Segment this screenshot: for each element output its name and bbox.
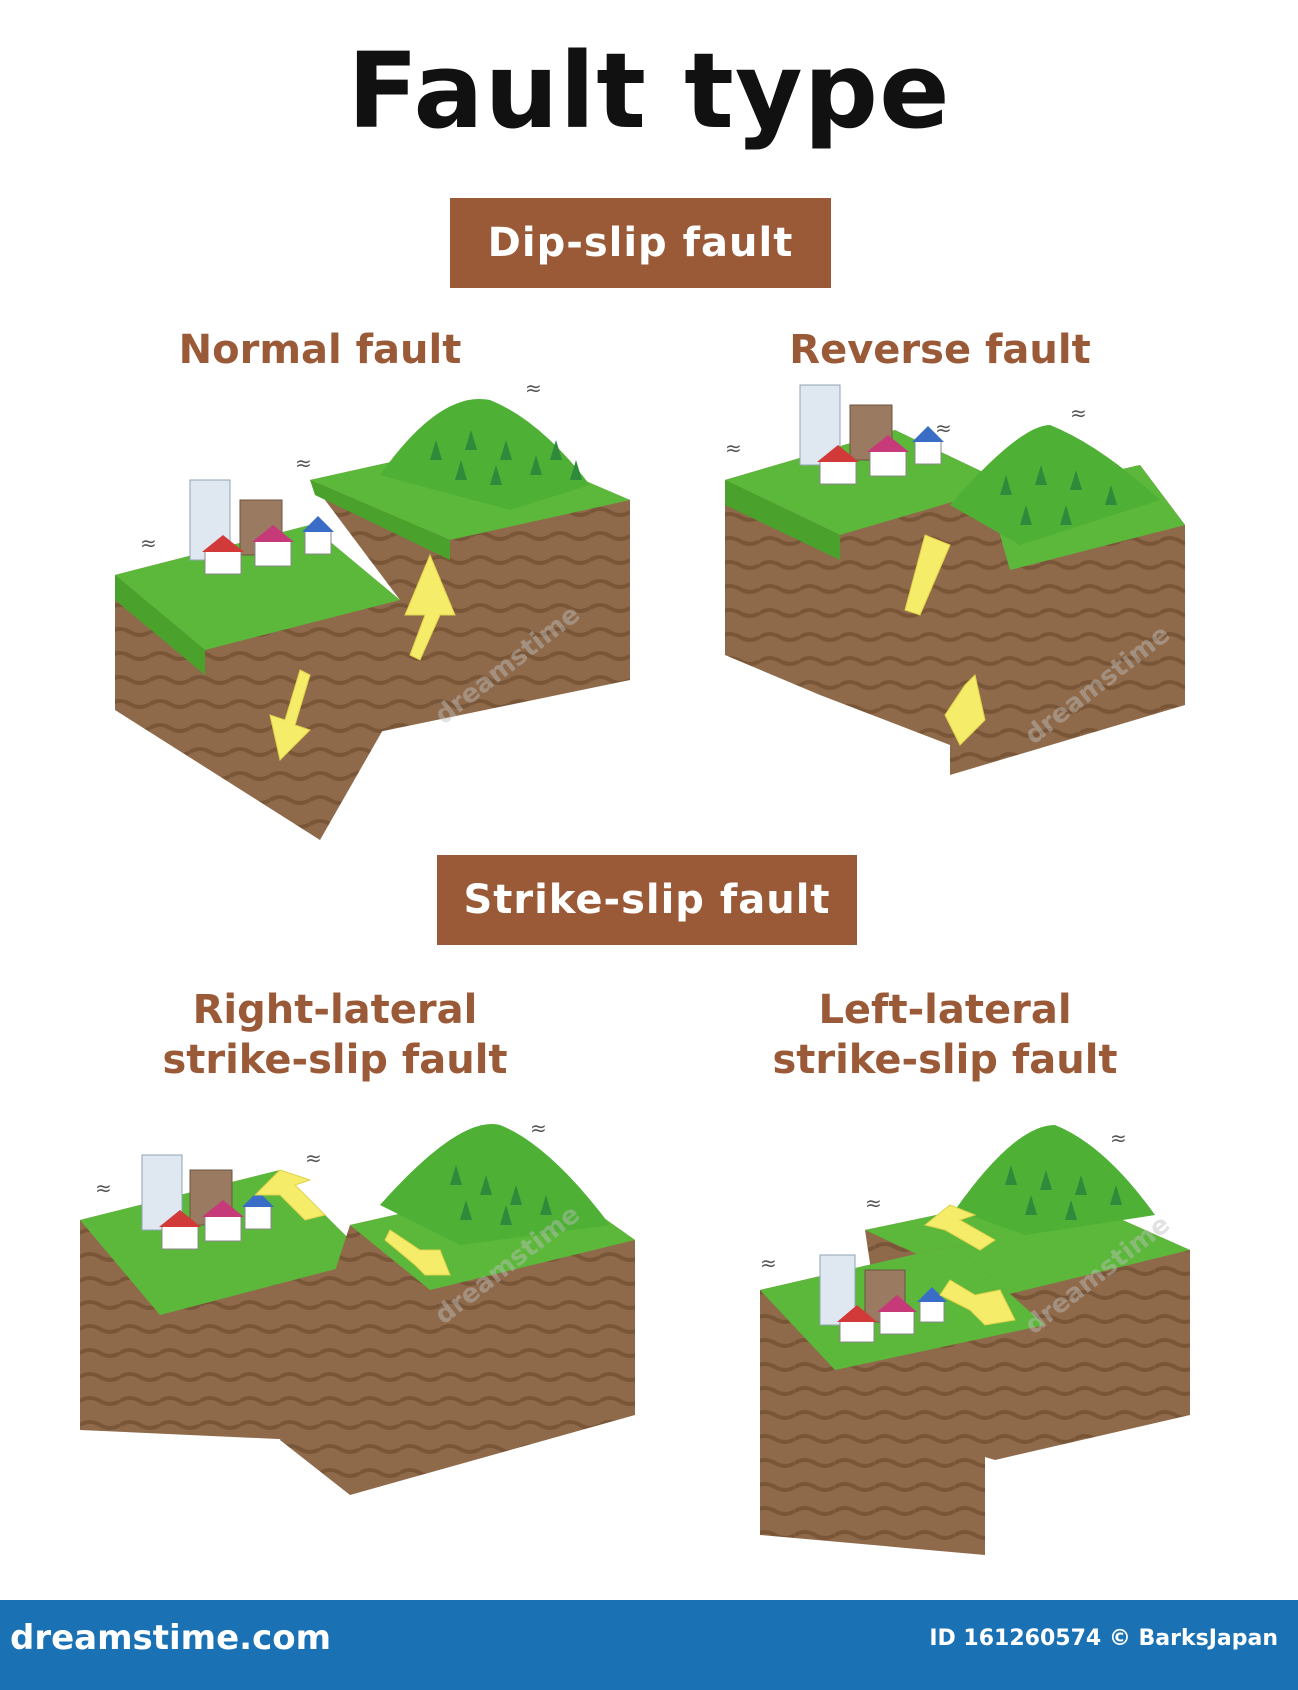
grass-top [115, 525, 400, 650]
arrow-icon [269, 669, 311, 761]
left-lateral-diagram: ≈ ≈ ≈ [760, 1125, 1190, 1555]
normal-fault-diagram: ≈ ≈ ≈ [115, 376, 630, 840]
shake-icon: ≈ [935, 416, 952, 440]
right-lateral-diagram: ≈ ≈ ≈ [80, 1116, 635, 1495]
arrow-icon [384, 1229, 451, 1276]
left-lateral-line1: Left-lateral [818, 987, 1072, 1033]
shake-icon: ≈ [140, 531, 157, 555]
right-lateral-line2: strike-slip fault [162, 1037, 508, 1083]
shake-icon: ≈ [530, 1116, 547, 1140]
arrow-icon [404, 553, 456, 661]
shake-icon: ≈ [1110, 1126, 1127, 1150]
strike-slip-label: Strike-slip fault [437, 855, 857, 945]
arrow-icon [944, 674, 986, 746]
tree-icon [1000, 465, 1117, 525]
reverse-fault-diagram: ≈ ≈ ≈ [725, 384, 1185, 775]
footer-bar: dreamstime.com ID 161260574 © BarksJapan [0, 1600, 1298, 1690]
shake-icon: ≈ [865, 1191, 882, 1215]
left-lateral-label: Left-lateral strike-slip fault [760, 985, 1130, 1085]
mountain-icon [380, 1124, 610, 1245]
shake-icon: ≈ [760, 1251, 777, 1275]
shake-icon: ≈ [95, 1176, 112, 1200]
shake-icon: ≈ [525, 376, 542, 400]
shake-icon: ≈ [305, 1146, 322, 1170]
right-lateral-line1: Right-lateral [192, 987, 478, 1033]
mountain-icon [955, 1125, 1155, 1235]
house-icon [159, 1191, 274, 1250]
right-lateral-label: Right-lateral strike-slip fault [140, 985, 530, 1085]
shake-icon: ≈ [725, 436, 742, 460]
reverse-fault-label: Reverse fault [789, 327, 1091, 373]
left-lateral-line2: strike-slip fault [772, 1037, 1118, 1083]
arrow-icon [939, 1279, 1016, 1326]
mountain-icon [380, 398, 590, 510]
arrow-icon [904, 534, 951, 616]
tree-icon [430, 430, 582, 485]
arrow-icon [253, 1169, 326, 1221]
dip-slip-label: Dip-slip fault [450, 198, 831, 288]
tree-icon [450, 1165, 552, 1225]
house-icon [817, 426, 944, 485]
house-icon [837, 1287, 947, 1343]
house-icon [202, 516, 334, 575]
mountain-icon [950, 425, 1160, 545]
footer-credit: ID 161260574 © BarksJapan [929, 1626, 1278, 1651]
shake-icon: ≈ [1070, 401, 1087, 425]
page-title: Fault type [347, 30, 951, 152]
arrow-icon [923, 1204, 996, 1251]
normal-fault-label: Normal fault [178, 327, 462, 373]
tree-icon [1005, 1165, 1122, 1220]
shake-icon: ≈ [295, 451, 312, 475]
footer-brand[interactable]: dreamstime.com [10, 1618, 332, 1658]
